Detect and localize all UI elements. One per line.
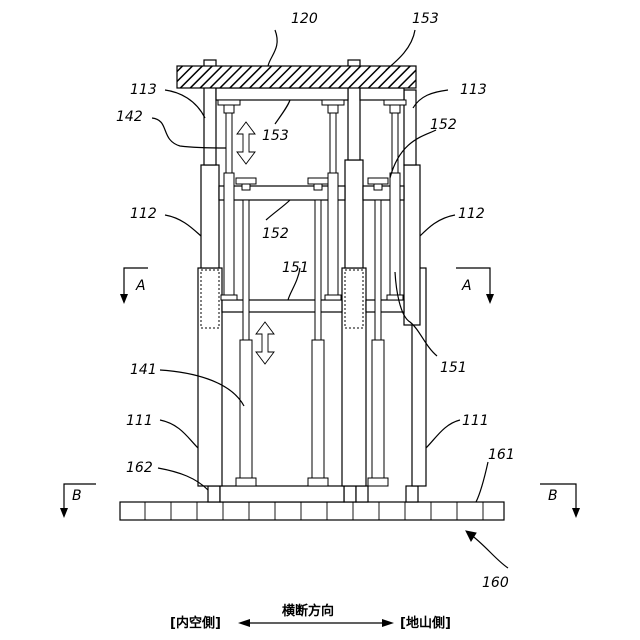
ref-151-mid: 151 bbox=[282, 260, 309, 276]
ref-111-left: 111 bbox=[126, 413, 153, 429]
axis-left-arrowhead bbox=[238, 619, 250, 627]
axis-right-arrowhead bbox=[382, 619, 394, 627]
ref-161: 161 bbox=[488, 447, 515, 463]
ref-112-left: 112 bbox=[130, 206, 157, 222]
upper-movement-arrow bbox=[237, 122, 255, 164]
top-beam-153 bbox=[216, 88, 404, 100]
section-mark-b-left: B bbox=[60, 484, 96, 518]
ref-162: 162 bbox=[126, 460, 153, 476]
ref-160: 160 bbox=[482, 575, 509, 591]
ref-142: 142 bbox=[116, 109, 143, 125]
center-column bbox=[342, 60, 366, 486]
assembly-arrow-160 bbox=[466, 531, 508, 568]
axis-left-label: [内空側] bbox=[170, 615, 221, 631]
ref-113-right: 113 bbox=[460, 82, 487, 98]
left-column bbox=[198, 60, 222, 486]
lower-movement-arrow bbox=[256, 322, 274, 364]
bottom-frame bbox=[220, 486, 344, 502]
ref-113-left: 113 bbox=[130, 82, 157, 98]
top-member-120 bbox=[177, 66, 416, 88]
section-b-right-label: B bbox=[548, 488, 558, 504]
right-column bbox=[404, 90, 426, 486]
ref-151-right: 151 bbox=[440, 360, 467, 376]
ref-152-mid: 152 bbox=[262, 226, 289, 242]
section-a-right-label: A bbox=[461, 278, 472, 294]
transverse-axis: [内空側] 横断方向 [地山側] bbox=[170, 603, 451, 631]
section-b-left-label: B bbox=[72, 488, 82, 504]
section-mark-a-left: A bbox=[120, 268, 148, 304]
ref-141: 141 bbox=[130, 362, 157, 378]
ref-112-right: 112 bbox=[458, 206, 485, 222]
section-mark-b-right: B bbox=[540, 484, 580, 518]
ref-152-right: 152 bbox=[430, 117, 457, 133]
ref-153-top: 153 bbox=[412, 11, 439, 27]
ref-120: 120 bbox=[291, 11, 318, 27]
axis-center-label: 横断方向 bbox=[282, 603, 334, 619]
base-blocks bbox=[120, 502, 504, 520]
section-a-left-label: A bbox=[135, 278, 146, 294]
axis-right-label: [地山側] bbox=[400, 615, 451, 631]
ref-153-mid: 153 bbox=[262, 128, 289, 144]
section-mark-a-right: A bbox=[456, 268, 494, 304]
ref-111-right: 111 bbox=[462, 413, 489, 429]
